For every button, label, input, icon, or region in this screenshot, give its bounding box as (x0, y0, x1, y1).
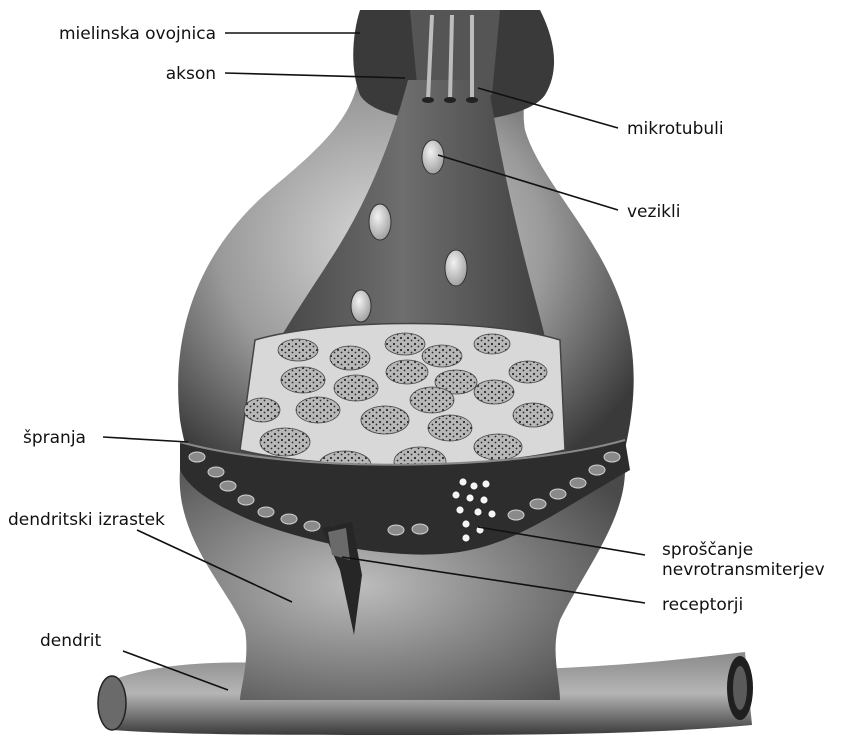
label-dendrite: dendrit (40, 631, 102, 651)
label-vesicles: vezikli (627, 202, 680, 222)
label-receptors: receptorji (662, 595, 743, 615)
leader-line-cleft (103, 437, 188, 442)
label-release-line2: nevrotransmiterjev (662, 560, 825, 580)
label-dendritic-spine: dendritski izrastek (8, 510, 165, 530)
label-axon: akson (166, 64, 216, 84)
label-release-line1: sproščanje (662, 540, 753, 560)
label-microtubules: mikrotubuli (627, 119, 724, 139)
label-cleft: špranja (23, 428, 86, 448)
presynaptic-membrane-shape (240, 324, 565, 480)
label-myelin-sheath: mielinska ovojnica (59, 24, 216, 44)
